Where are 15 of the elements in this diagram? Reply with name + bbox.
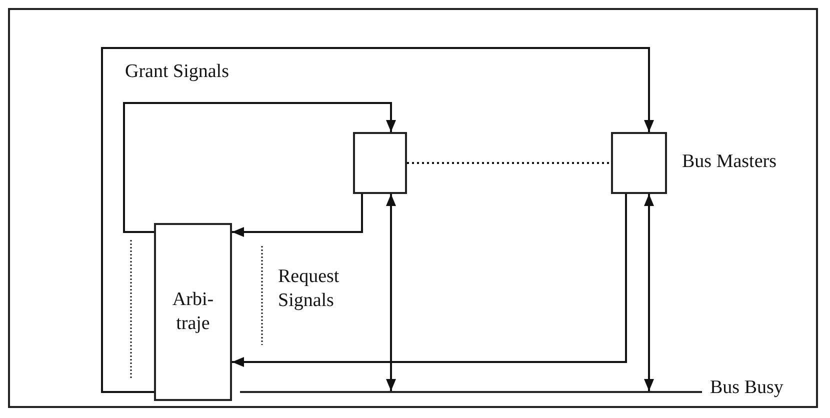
arbiter-box: Arbi- traje	[154, 223, 232, 401]
arrow	[386, 194, 396, 391]
bus-line	[240, 391, 702, 393]
bus-master-box	[353, 132, 407, 194]
arrow	[123, 102, 396, 233]
dotted-line	[407, 162, 611, 164]
arrow	[101, 47, 654, 393]
arrow	[232, 194, 363, 237]
node-caption: Bus Busy	[710, 376, 784, 400]
bus-master-box	[611, 132, 667, 194]
arrow	[232, 194, 627, 367]
signal-label: Grant Signals	[125, 60, 229, 84]
signal-label: Request Signals	[278, 265, 340, 312]
arrow	[644, 194, 654, 391]
node-caption: Bus Masters	[682, 150, 776, 174]
